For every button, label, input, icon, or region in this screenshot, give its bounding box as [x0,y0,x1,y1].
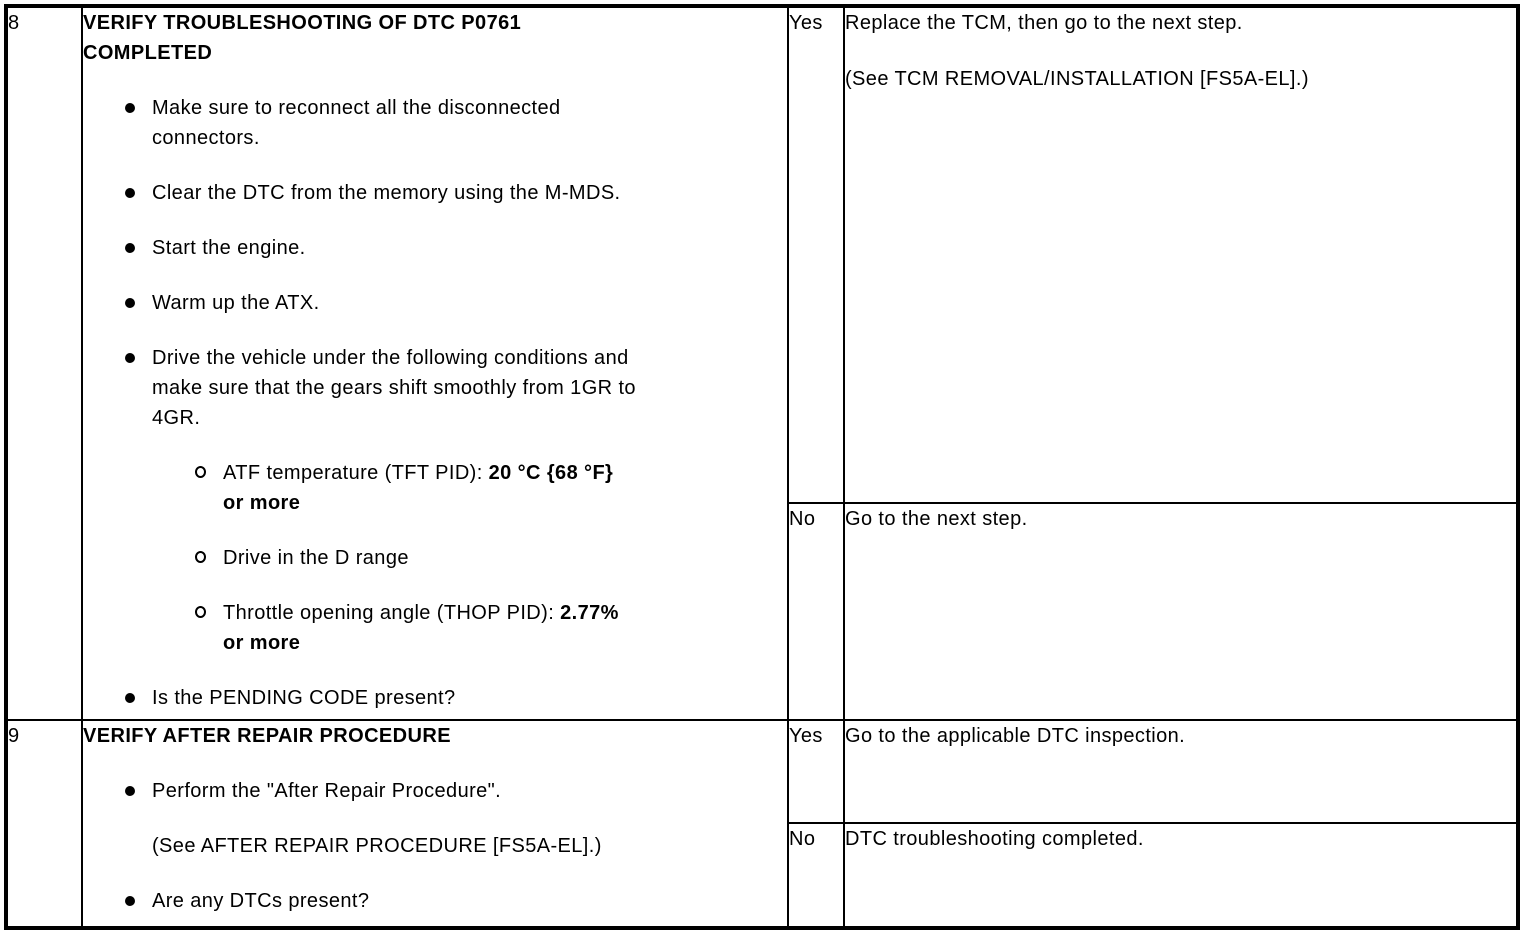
list-item: Start the engine. [83,233,787,263]
condition-spec: 20 °C {68 °F} or more [223,462,614,514]
result-cell: Replace the TCM, then go to the next ste… [843,5,1519,504]
bullet-icon [125,188,135,198]
condition-label: ATF temperature (TFT PID): [223,462,489,484]
branch-label-cell: Yes [787,5,845,504]
list-item: Drive the vehicle under the following co… [83,343,787,433]
list-sub-item: ATF temperature (TFT PID): 20 °C {68 °F}… [83,458,787,518]
bullet-icon [125,353,135,363]
result-text: DTC troubleshooting completed. [845,828,1144,850]
bullet-icon [125,103,135,113]
circle-icon [195,606,206,618]
bullet-icon [125,298,135,308]
action-item-text: Start the engine. [152,237,306,259]
action-item-text: Perform the "After Repair Procedure". [152,780,502,802]
step-number: 9 [8,725,20,747]
branch-label-no: No [789,828,816,850]
list-item: Are any DTCs present? [83,886,787,916]
bullet-icon [125,786,135,796]
result-cell: Go to the next step. [843,502,1519,721]
branch-label-cell: No [787,822,845,929]
step-number-cell: 8 [5,5,83,721]
circle-icon [195,466,206,478]
branch-label-cell: No [787,502,845,721]
step-title: VERIFY AFTER REPAIR PROCEDURE [83,725,451,747]
branch-label-yes: Yes [789,12,823,34]
step-title: VERIFY TROUBLESHOOTING OF DTC P0761 COMP… [83,12,522,64]
action-item-text: ATF temperature (TFT PID): 20 °C {68 °F}… [223,458,787,518]
table-row-step8-yes: 8 VERIFY TROUBLESHOOTING OF DTC P0761 CO… [5,5,1519,721]
result-reference: (See TCM REMOVAL/INSTALLATION [FS5A-EL].… [845,68,1309,90]
action-item-text: Throttle opening angle (THOP PID): 2.77%… [223,598,787,658]
list-item: Is the PENDING CODE present? [83,683,787,713]
action-item-text: Is the PENDING CODE present? [152,687,456,709]
result-cell: DTC troubleshooting completed. [843,822,1519,929]
branch-label-no: No [789,508,816,530]
action-item-text: Drive the vehicle under the following co… [152,347,636,429]
action-item-text: Clear the DTC from the memory using the … [152,182,621,204]
table-row-step8-no: No Go to the next step. [6,502,1519,721]
condition-label: Throttle opening angle (THOP PID): [223,602,561,624]
step-number: 8 [8,12,20,34]
step-number-cell: 9 [5,719,83,929]
action-item-text: Drive in the D range [223,547,409,569]
bullet-icon [125,693,135,703]
action-item-text: Make sure to reconnect all the disconnec… [152,97,561,149]
list-item: Clear the DTC from the memory using the … [83,178,787,208]
branch-label-cell: Yes [787,719,845,824]
table-row-step9-yes: 9 VERIFY AFTER REPAIR PROCEDURE Perform … [5,719,1519,929]
result-text: Go to the applicable DTC inspection. [845,725,1186,747]
condition-spec: 2.77% or more [223,602,619,654]
result-text: Go to the next step. [845,508,1028,530]
action-cell: VERIFY AFTER REPAIR PROCEDURE Perform th… [81,719,789,929]
branch-label-yes: Yes [789,725,823,747]
list-sub-item: Drive in the D range [83,543,787,573]
list-item: Perform the "After Repair Procedure". [83,776,787,806]
action-cell: VERIFY TROUBLESHOOTING OF DTC P0761 COMP… [81,5,789,721]
list-item: Make sure to reconnect all the disconnec… [83,93,787,153]
circle-icon [195,551,206,563]
action-item-text: Are any DTCs present? [152,890,370,912]
reference-note: (See AFTER REPAIR PROCEDURE [FS5A-EL].) [152,835,602,857]
result-cell: Go to the applicable DTC inspection. [843,719,1519,824]
table-row-step9-no: No DTC troubleshooting completed. [6,822,1519,929]
list-sub-item: Throttle opening angle (THOP PID): 2.77%… [83,598,787,658]
result-text: Replace the TCM, then go to the next ste… [845,12,1243,34]
dtc-troubleshooting-table: 8 VERIFY TROUBLESHOOTING OF DTC P0761 CO… [4,4,1520,930]
bullet-icon [125,243,135,253]
action-item-text: Warm up the ATX. [152,292,320,314]
bullet-icon [125,896,135,906]
list-item: Warm up the ATX. [83,288,787,318]
